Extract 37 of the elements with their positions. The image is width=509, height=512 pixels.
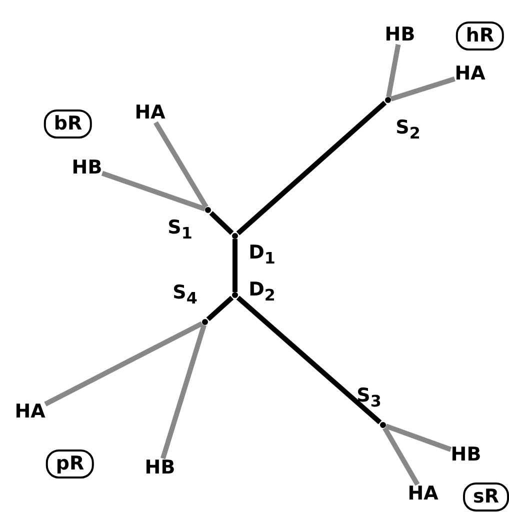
leaf-label: HB bbox=[144, 458, 176, 478]
protein-label: pR bbox=[46, 450, 94, 478]
leaf-label: HB bbox=[450, 446, 482, 464]
tree-branch bbox=[154, 121, 208, 208]
node-label: S$_{3}$ bbox=[356, 386, 382, 410]
leaf-label: HA bbox=[408, 484, 438, 504]
tree-branch bbox=[101, 170, 206, 212]
protein-label: bR bbox=[44, 110, 92, 138]
branch-point bbox=[202, 319, 208, 325]
tree-branch bbox=[44, 321, 204, 406]
branch-point bbox=[380, 422, 386, 428]
node-label: S$_{4}$ bbox=[172, 284, 198, 306]
tree-branch bbox=[206, 296, 234, 322]
node-label: D$_{2}$ bbox=[248, 280, 276, 304]
node-label: D$_{1}$ bbox=[248, 244, 276, 266]
leaf-label: HA bbox=[134, 104, 166, 122]
branch-point bbox=[385, 97, 391, 103]
tree-branch bbox=[382, 426, 420, 486]
tree-branch bbox=[390, 76, 456, 102]
branch-point bbox=[205, 207, 211, 213]
leaf-label: HB bbox=[72, 158, 102, 178]
tree-branch bbox=[385, 424, 452, 452]
leaf-label: HA bbox=[454, 64, 486, 84]
tree-branch bbox=[386, 44, 401, 98]
protein-label: sR bbox=[463, 482, 509, 512]
tree-branch bbox=[232, 239, 238, 292]
branch-point bbox=[232, 292, 238, 298]
node-label: S$_{1}$ bbox=[168, 218, 192, 242]
tree-branch bbox=[160, 324, 206, 460]
leaf-label: HB bbox=[384, 26, 416, 44]
branch-point bbox=[232, 233, 238, 239]
node-label: S$_{2}$ bbox=[396, 118, 420, 142]
tree-branch bbox=[209, 211, 234, 235]
tree-branch bbox=[236, 100, 387, 236]
leaf-label: HA bbox=[14, 402, 46, 422]
protein-label: hR bbox=[456, 22, 504, 50]
tree-branch bbox=[236, 296, 382, 424]
